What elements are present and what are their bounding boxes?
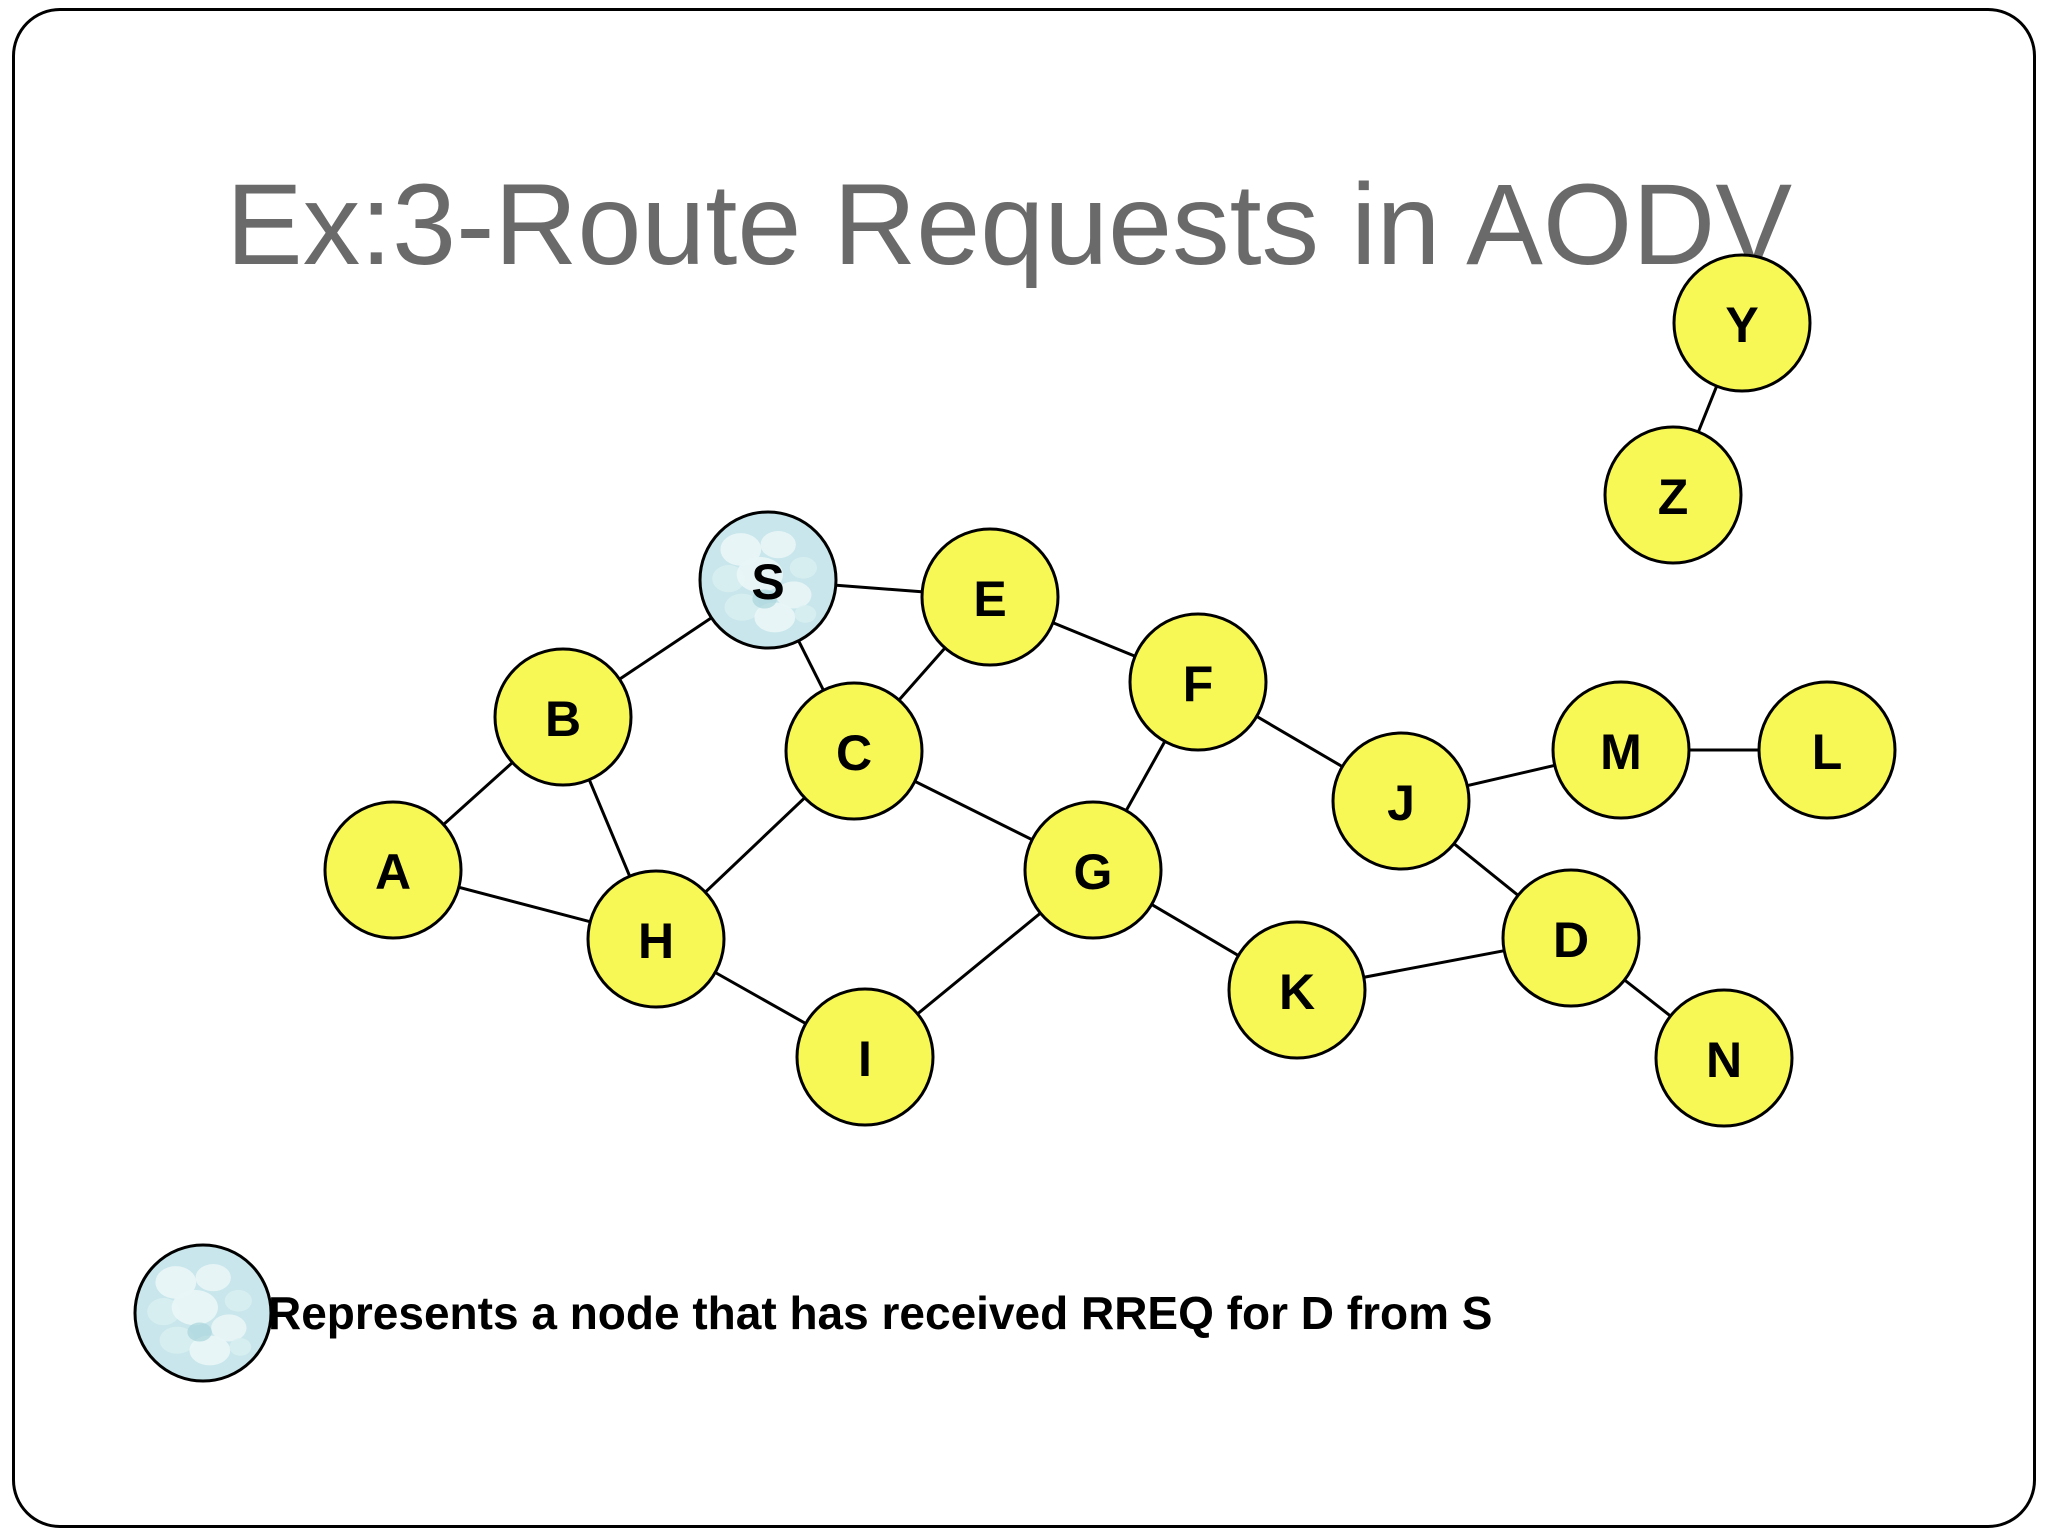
node-K-label: K xyxy=(1279,964,1315,1020)
texture-bubble xyxy=(776,581,812,609)
legend-symbol-highlight-node-texture xyxy=(147,1264,252,1366)
node-B-label: B xyxy=(545,691,581,747)
node-F: F xyxy=(1128,612,1268,752)
texture-bubble xyxy=(229,1338,252,1356)
node-I-body xyxy=(797,989,933,1125)
node-A-label: A xyxy=(375,844,411,900)
texture-bubble xyxy=(712,565,745,593)
node-I-outline xyxy=(795,987,935,1127)
node-C-label: C xyxy=(836,725,872,781)
node-K: K xyxy=(1227,920,1367,1060)
node-L: L xyxy=(1757,680,1897,820)
texture-bubble xyxy=(211,1314,247,1342)
node-Z-label: Z xyxy=(1658,469,1689,525)
page-title: Ex:3-Route Requests in AODV xyxy=(226,161,1793,289)
texture-bubble xyxy=(760,531,796,559)
node-C-outline xyxy=(784,681,924,821)
node-M-body xyxy=(1553,682,1689,818)
texture-bubble xyxy=(724,593,760,621)
texture-bubble xyxy=(789,556,817,579)
node-Y: Y xyxy=(1672,253,1812,393)
node-E-label: E xyxy=(973,571,1006,627)
node-F-outline xyxy=(1128,612,1268,752)
node-I-label: I xyxy=(858,1031,872,1087)
node-I: I xyxy=(795,987,935,1127)
node-Z-outline xyxy=(1603,425,1743,565)
texture-bubble xyxy=(752,589,777,609)
node-N-body xyxy=(1656,990,1792,1126)
node-M-label: M xyxy=(1600,724,1642,780)
texture-bubble xyxy=(147,1298,180,1326)
node-G-outline xyxy=(1023,800,1163,940)
node-M: M xyxy=(1551,680,1691,820)
node-S-texture xyxy=(712,531,817,633)
node-M-outline xyxy=(1551,680,1691,820)
node-H: H xyxy=(586,869,726,1009)
node-J: J xyxy=(1331,731,1471,871)
node-E-body xyxy=(922,529,1058,665)
texture-bubble xyxy=(189,1335,231,1366)
node-Y-outline xyxy=(1672,253,1812,393)
node-N: N xyxy=(1654,988,1794,1128)
node-H-label: H xyxy=(638,913,674,969)
node-Y-body xyxy=(1674,255,1810,391)
legend-text: Represents a node that has received RREQ… xyxy=(268,1287,1493,1339)
node-L-body xyxy=(1759,682,1895,818)
texture-bubble xyxy=(195,1264,231,1292)
node-K-body xyxy=(1229,922,1365,1058)
node-Z-body xyxy=(1605,427,1741,563)
node-D: D xyxy=(1501,868,1641,1008)
node-F-body xyxy=(1130,614,1266,750)
node-S: S xyxy=(698,510,838,650)
node-D-label: D xyxy=(1553,912,1589,968)
node-H-outline xyxy=(586,869,726,1009)
texture-bubble xyxy=(720,533,762,566)
node-D-body xyxy=(1503,870,1639,1006)
node-E-outline xyxy=(920,527,1060,667)
texture-bubble xyxy=(159,1326,195,1354)
texture-bubble xyxy=(171,1289,218,1326)
node-L-label: L xyxy=(1812,724,1843,780)
node-G-label: G xyxy=(1074,844,1113,900)
node-S-label: S xyxy=(751,554,784,610)
node-E: E xyxy=(920,527,1060,667)
node-A-body xyxy=(325,802,461,938)
node-B: B xyxy=(493,647,633,787)
texture-bubble xyxy=(736,556,783,593)
texture-bubble xyxy=(754,602,796,633)
node-C: C xyxy=(784,681,924,821)
legend-symbol-highlight-node xyxy=(133,1243,273,1383)
texture-bubble xyxy=(155,1266,197,1299)
node-J-outline xyxy=(1331,731,1471,871)
node-G-body xyxy=(1025,802,1161,938)
node-G: G xyxy=(1023,800,1163,940)
node-A: A xyxy=(323,800,463,940)
texture-bubble xyxy=(794,605,817,623)
node-B-body xyxy=(495,649,631,785)
node-J-label: J xyxy=(1387,775,1415,831)
node-B-outline xyxy=(493,647,633,787)
node-K-outline xyxy=(1227,920,1367,1060)
node-F-label: F xyxy=(1183,656,1214,712)
node-Y-label: Y xyxy=(1725,297,1758,353)
slide-frame xyxy=(12,8,2036,1528)
node-Z: Z xyxy=(1603,425,1743,565)
node-S-outline xyxy=(698,510,838,650)
texture-bubble xyxy=(187,1322,212,1342)
node-L-outline xyxy=(1757,680,1897,820)
node-N-outline xyxy=(1654,988,1794,1128)
node-H-body xyxy=(588,871,724,1007)
legend-symbol-highlight-node-outline xyxy=(133,1243,273,1383)
node-D-outline xyxy=(1501,868,1641,1008)
texture-bubble xyxy=(224,1289,252,1312)
node-J-body xyxy=(1333,733,1469,869)
node-A-outline xyxy=(323,800,463,940)
node-N-label: N xyxy=(1706,1032,1742,1088)
node-C-body xyxy=(786,683,922,819)
